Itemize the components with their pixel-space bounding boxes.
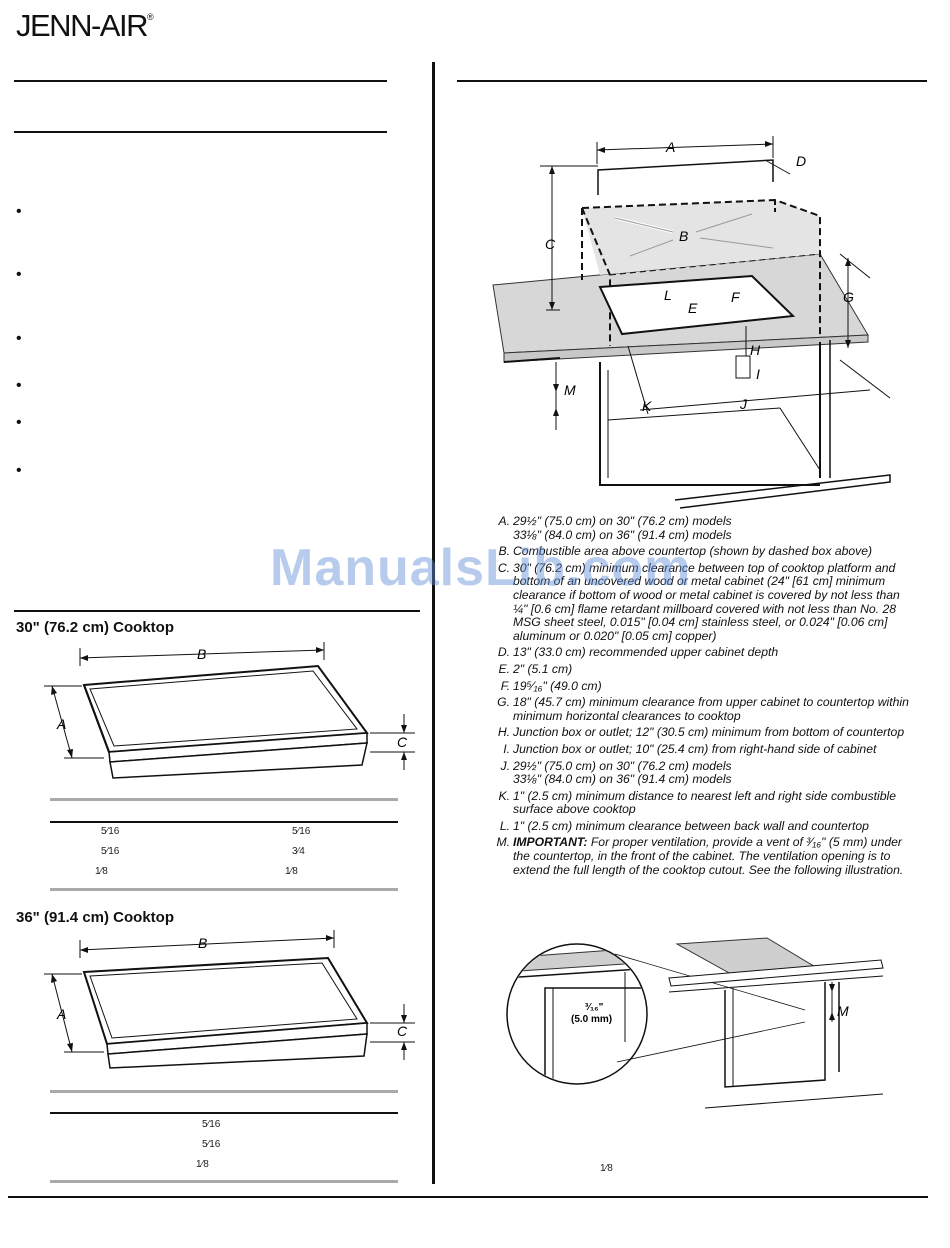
note-f: F.19⁵⁄₁₆" (49.0 cm): [500, 678, 602, 693]
bullet: •: [16, 414, 22, 431]
table-rule: [50, 821, 398, 823]
bullet: •: [16, 203, 22, 220]
table-value: 1⁄8: [196, 1159, 209, 1170]
bullet: •: [16, 462, 22, 479]
table-value: 1⁄8: [95, 866, 108, 877]
diagram-label-c: C: [545, 236, 556, 252]
note-d: D.13" (33.0 cm) recommended upper cabine…: [497, 645, 779, 660]
diagram-label-a: A: [665, 139, 675, 155]
bullet: •: [16, 377, 22, 394]
diagram-label-k: K: [642, 398, 652, 414]
bullet: •: [16, 266, 22, 283]
section-rule: [14, 610, 420, 612]
notes-list: A.29½" (75.0 cm) on 30" (76.2 cm) models…: [492, 514, 912, 880]
dimension-label-a: A: [56, 716, 66, 732]
cooktop-36-title: 36" (91.4 cm) Cooktop: [16, 909, 174, 926]
note-g: G.18" (45.7 cm) minimum clearance from u…: [497, 695, 909, 723]
table-rule: [50, 1112, 398, 1114]
note-i: I.Junction box or outlet; 10" (25.4 cm) …: [503, 741, 877, 756]
table-value: 5⁄16: [202, 1119, 221, 1130]
footer-rule: [8, 1196, 928, 1198]
diagram-label-f: F: [731, 289, 741, 305]
diagram-label-h: H: [750, 342, 761, 358]
table-rule: [50, 1090, 398, 1093]
dimension-label-c: C: [397, 1023, 408, 1039]
dimension-label-c: C: [397, 734, 408, 750]
note-m: M.IMPORTANT: For proper ventilation, pro…: [496, 835, 904, 877]
dimension-label-b: B: [197, 646, 206, 662]
section-rule: [14, 131, 387, 133]
note-h: H.Junction box or outlet; 12" (30.5 cm) …: [497, 725, 905, 740]
diagram-label-e: E: [688, 300, 698, 316]
installation-diagram: A B C D E F G H I J K L M: [492, 136, 891, 509]
dimension-label-a: A: [56, 1006, 66, 1022]
note-e: E.2" (5.1 cm): [498, 661, 573, 676]
diagram-label-m: M: [564, 382, 576, 398]
table-value: 1⁄8: [285, 866, 298, 877]
vent-label-m: M: [837, 1003, 849, 1019]
diagram-label-g: G: [843, 289, 854, 305]
section-rule: [457, 80, 927, 82]
note-b: B.Combustible area above countertop (sho…: [498, 544, 873, 559]
note-k: K.1" (2.5 cm) minimum distance to neares…: [498, 788, 896, 817]
note-a: A.29½" (75.0 cm) on 30" (76.2 cm) models…: [498, 514, 732, 542]
cooktop-36-diagram: B A C: [44, 930, 415, 1069]
column-divider: [432, 62, 435, 1184]
table-value: 5⁄16: [292, 826, 311, 837]
note-l: L.1" (2.5 cm) minimum clearance between …: [499, 818, 869, 833]
note-j: J.29½" (75.0 cm) on 30" (76.2 cm) models…: [500, 758, 732, 787]
table-value: 5⁄16: [101, 846, 120, 857]
vent-detail-diagram: ³⁄₁₆" (5.0 mm) M: [506, 937, 884, 1109]
diagram-label-j: J: [739, 396, 748, 412]
footer-value: 1⁄8: [600, 1163, 613, 1174]
table-rule: [50, 888, 398, 891]
table-value: 3⁄4: [292, 846, 305, 857]
table-value: 5⁄16: [202, 1139, 221, 1150]
table-rule: [50, 798, 398, 801]
bullet: •: [16, 330, 22, 347]
brand-logo: JENN-AIR®: [16, 8, 154, 43]
table-value: 5⁄16: [101, 826, 120, 837]
dimension-label-b: B: [198, 935, 207, 951]
vent-dimension: ³⁄₁₆": [585, 1002, 604, 1013]
cooktop-30-diagram: B A C: [44, 642, 415, 779]
vent-metric: (5.0 mm): [571, 1014, 612, 1025]
cooktop-30-title: 30" (76.2 cm) Cooktop: [16, 619, 174, 636]
diagram-label-d: D: [796, 153, 806, 169]
note-c: C.30" (76.2 cm) minimum clearance betwee…: [497, 560, 900, 643]
diagram-label-b: B: [679, 228, 688, 244]
diagram-label-i: I: [756, 366, 760, 382]
diagram-label-l: L: [664, 287, 672, 303]
table-rule: [50, 1180, 398, 1183]
section-rule: [14, 80, 387, 82]
